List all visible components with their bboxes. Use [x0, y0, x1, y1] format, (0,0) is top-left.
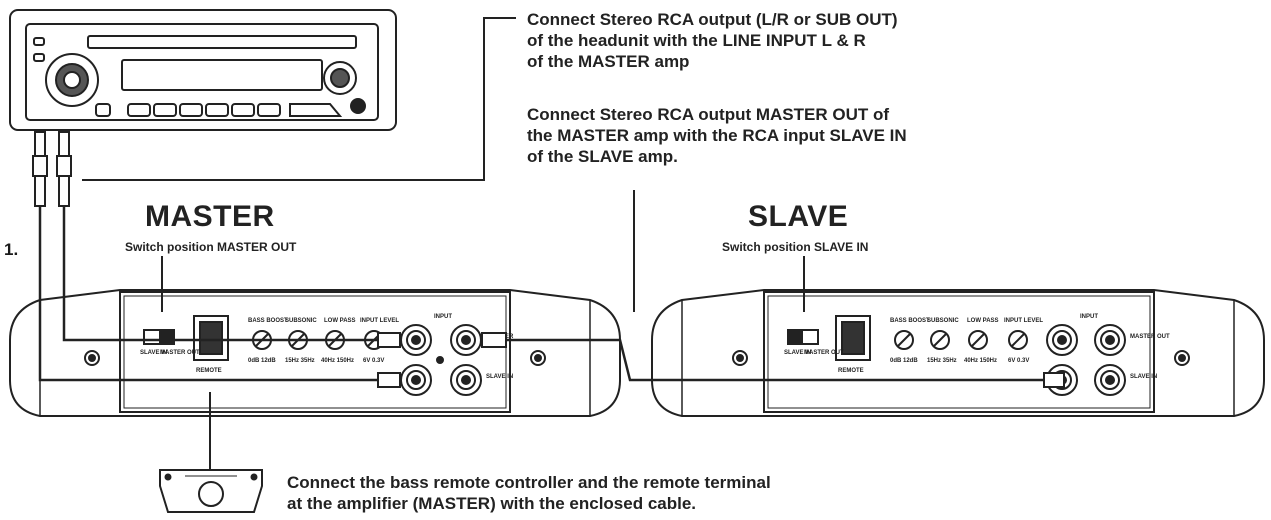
bass-remote-controller	[159, 469, 263, 513]
master-slave-note-line-2: the MASTER amp with the RCA input SLAVE …	[527, 126, 907, 145]
master-slave-connection-note: Connect Stereo RCA output MASTER OUT of …	[527, 104, 907, 167]
master-subsonic-label: SUBSONIC	[285, 318, 317, 324]
leader-lines	[82, 17, 805, 470]
head-unit	[9, 9, 397, 131]
master-switch-left-label: SLAVE IN	[140, 350, 167, 356]
master-remote-label: REMOTE	[196, 368, 222, 374]
master-switch-right-label: MASTER OUT	[160, 350, 200, 356]
slave-low-pass-label: LOW PASS	[967, 318, 999, 324]
master-slave-in-label: SLAVE IN	[486, 374, 513, 380]
headunit-connection-note: Connect Stereo RCA output (L/R or SUB OU…	[527, 9, 898, 72]
slave-switch-note: Switch position SLAVE IN	[722, 240, 869, 254]
slave-switch-right-label: MASTER OUT	[804, 350, 844, 356]
master-switch-note: Switch position MASTER OUT	[125, 240, 297, 254]
remote-note-line-1: Connect the bass remote controller and t…	[287, 473, 771, 492]
rca-plug-right	[56, 131, 72, 207]
master-input-level-range: 6V 0.3V	[363, 358, 384, 364]
master-title: MASTER	[145, 200, 275, 233]
master-amplifier	[9, 289, 621, 417]
slave-subsonic-range: 15Hz 35Hz	[927, 358, 957, 364]
slave-input-label: INPUT	[1080, 314, 1098, 320]
rca-plug-left	[32, 131, 48, 207]
slave-input-level-range: 6V 0.3V	[1008, 358, 1029, 364]
slave-bass-boost-range: 0dB 12dB	[890, 358, 918, 364]
master-low-pass-label: LOW PASS	[324, 318, 356, 324]
master-bass-boost-label: BASS BOOST	[248, 318, 288, 324]
headunit-note-line-1: Connect Stereo RCA output (L/R or SUB OU…	[527, 10, 898, 29]
slave-master-out-label: MASTER OUT	[1130, 334, 1170, 340]
remote-connection-note: Connect the bass remote controller and t…	[287, 472, 771, 514]
master-input-level-label: INPUT LEVEL	[360, 318, 399, 324]
slave-amplifier	[651, 289, 1265, 417]
slave-subsonic-label: SUBSONIC	[927, 318, 959, 324]
master-slave-note-line-3: of the SLAVE amp.	[527, 147, 678, 166]
slave-low-pass-range: 40Hz 150Hz	[964, 358, 997, 364]
slave-input-level-label: INPUT LEVEL	[1004, 318, 1043, 324]
master-subsonic-range: 15Hz 35Hz	[285, 358, 315, 364]
headunit-note-line-2: of the headunit with the LINE INPUT L & …	[527, 31, 866, 50]
slave-slave-in-label: SLAVE IN	[1130, 374, 1157, 380]
rca-cable-master-to-slave	[506, 338, 1062, 382]
slave-in-plug	[1043, 372, 1065, 388]
master-slave-note-line-1: Connect Stereo RCA output MASTER OUT of	[527, 105, 890, 124]
slave-bass-boost-label: BASS BOOST	[890, 318, 930, 324]
headunit-note-line-3: of the MASTER amp	[527, 52, 690, 71]
master-input-label: INPUT	[434, 314, 452, 320]
slave-panel-labels: SLAVE IN MASTER OUT REMOTE BASS BOOST 0d…	[784, 314, 1170, 380]
slave-remote-label: REMOTE	[838, 368, 864, 374]
remote-note-line-2: at the amplifier (MASTER) with the enclo…	[287, 494, 697, 513]
step-number: 1.	[4, 240, 19, 259]
master-low-pass-range: 40Hz 150Hz	[321, 358, 354, 364]
rca-cable-headunit-to-master	[38, 206, 396, 382]
slave-switch-left-label: SLAVE IN	[784, 350, 811, 356]
master-input-plugs	[377, 332, 401, 388]
master-bass-boost-range: 0dB 12dB	[248, 358, 276, 364]
slave-title: SLAVE	[748, 200, 849, 233]
master-out-plug	[481, 332, 507, 348]
